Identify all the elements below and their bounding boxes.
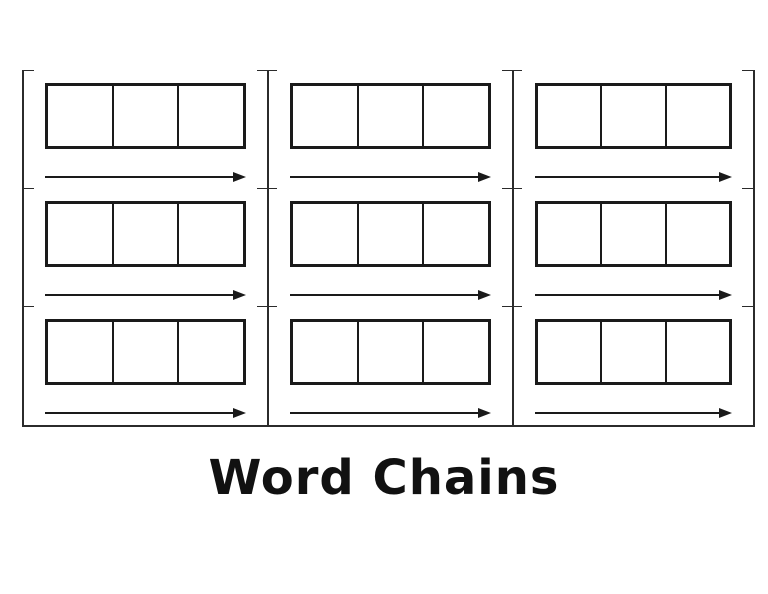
crop-mark-vline-right: [753, 70, 755, 427]
chain-letter-box: [48, 322, 112, 382]
chain-letter-box: [538, 86, 600, 146]
arrow-right-icon: [535, 290, 732, 300]
crop-mark-tick: [742, 187, 754, 189]
arrow-shaft: [45, 411, 233, 415]
arrow-right-icon: [45, 172, 246, 182]
crop-mark-vline-mid1: [267, 70, 269, 427]
word-chain-card: [268, 188, 513, 306]
word-chain-grid: [23, 70, 754, 425]
chain-boxes: [290, 319, 491, 385]
word-chain-card: [513, 188, 754, 306]
crop-mark-tick: [22, 187, 34, 189]
word-chain-card: [23, 188, 268, 306]
chain-letter-box: [111, 204, 178, 264]
crop-mark-tick: [742, 69, 754, 71]
arrow-shaft: [535, 175, 719, 179]
chain-boxes: [45, 83, 246, 149]
crop-mark-tick: [257, 69, 277, 71]
chain-letter-box: [600, 86, 664, 146]
crop-mark-tick: [257, 305, 277, 307]
crop-mark-tick: [22, 69, 34, 71]
chain-letter-box: [422, 322, 488, 382]
word-chain-card: [513, 306, 754, 425]
chain-boxes: [290, 83, 491, 149]
crop-mark-tick: [257, 187, 277, 189]
chain-boxes: [535, 319, 732, 385]
arrow-shaft: [290, 175, 478, 179]
arrow-head: [233, 172, 246, 182]
chain-letter-box: [600, 204, 664, 264]
chain-letter-box: [538, 204, 600, 264]
arrow-head: [719, 290, 732, 300]
chain-boxes: [45, 319, 246, 385]
crop-mark-vline-mid2: [512, 70, 514, 427]
arrow-shaft: [290, 293, 478, 297]
arrow-right-icon: [290, 290, 491, 300]
arrow-head: [478, 290, 491, 300]
chain-letter-box: [538, 322, 600, 382]
crop-mark-tick: [502, 187, 522, 189]
chain-letter-box: [664, 204, 729, 264]
word-chain-card: [513, 70, 754, 188]
arrow-shaft: [535, 293, 719, 297]
chain-letter-box: [293, 322, 357, 382]
chain-letter-box: [293, 204, 357, 264]
chain-letter-box: [48, 204, 112, 264]
arrow-shaft: [535, 411, 719, 415]
arrow-head: [233, 290, 246, 300]
crop-mark-tick: [502, 69, 522, 71]
chain-letter-box: [356, 204, 423, 264]
arrow-shaft: [45, 175, 233, 179]
chain-letter-box: [600, 322, 664, 382]
chain-letter-box: [48, 86, 112, 146]
crop-mark-tick: [22, 305, 34, 307]
arrow-right-icon: [45, 408, 246, 418]
arrow-right-icon: [290, 408, 491, 418]
chain-boxes: [535, 201, 732, 267]
chain-letter-box: [177, 204, 243, 264]
arrow-head: [719, 172, 732, 182]
chain-letter-box: [356, 86, 423, 146]
chain-letter-box: [177, 86, 243, 146]
page-title: Word Chains: [208, 450, 560, 506]
word-chain-card: [268, 306, 513, 425]
word-chain-card: [23, 306, 268, 425]
arrow-head: [478, 172, 491, 182]
arrow-right-icon: [45, 290, 246, 300]
chain-letter-box: [177, 322, 243, 382]
chain-letter-box: [111, 322, 178, 382]
chain-letter-box: [293, 86, 357, 146]
arrow-shaft: [290, 411, 478, 415]
arrow-right-icon: [535, 172, 732, 182]
chain-letter-box: [664, 86, 729, 146]
crop-mark-vline-left: [22, 70, 24, 427]
crop-mark-bottom-line: [22, 425, 755, 427]
word-chain-card: [23, 70, 268, 188]
chain-letter-box: [664, 322, 729, 382]
arrow-head: [233, 408, 246, 418]
arrow-head: [719, 408, 732, 418]
arrow-right-icon: [290, 172, 491, 182]
crop-mark-tick: [742, 305, 754, 307]
chain-boxes: [535, 83, 732, 149]
crop-mark-tick: [502, 305, 522, 307]
arrow-right-icon: [535, 408, 732, 418]
arrow-shaft: [45, 293, 233, 297]
chain-letter-box: [356, 322, 423, 382]
chain-boxes: [45, 201, 246, 267]
chain-letter-box: [422, 86, 488, 146]
chain-letter-box: [422, 204, 488, 264]
word-chain-card: [268, 70, 513, 188]
chain-boxes: [290, 201, 491, 267]
arrow-head: [478, 408, 491, 418]
chain-letter-box: [111, 86, 178, 146]
